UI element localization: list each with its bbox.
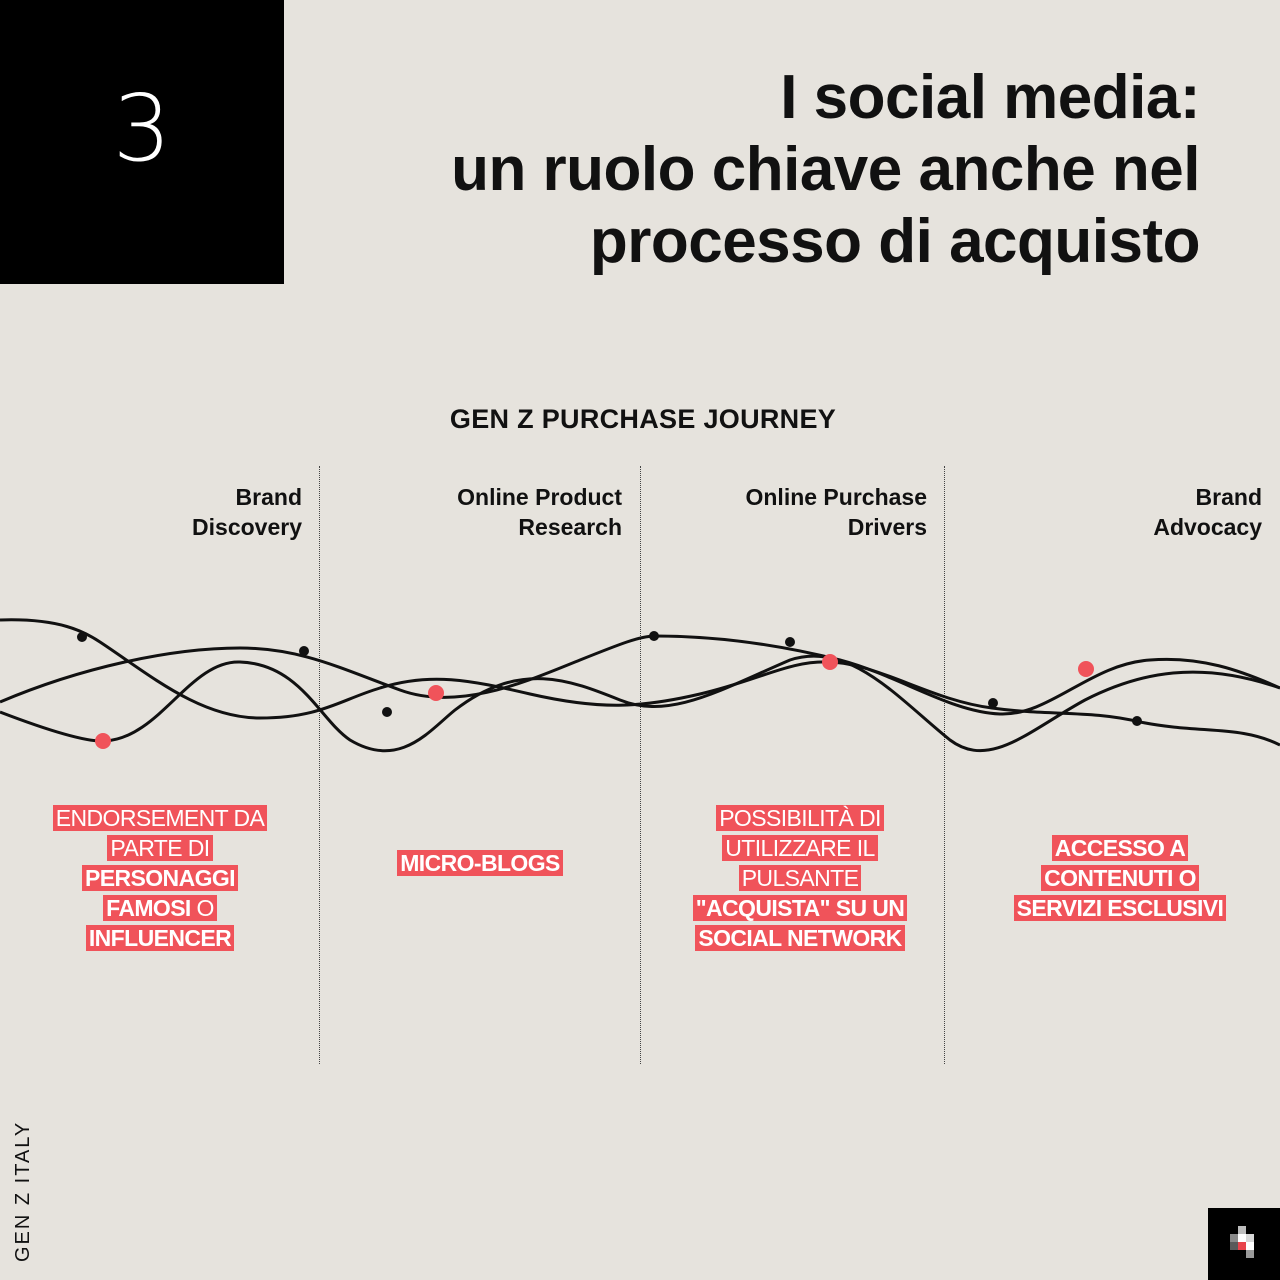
- callout-line: POSSIBILITÀ DI: [716, 805, 884, 831]
- stage-label-line-1: Online Product: [457, 484, 622, 510]
- callout-line: PARTE DI: [107, 835, 213, 861]
- callout-line: CONTENUTI O: [1041, 865, 1199, 891]
- stage-divider: [319, 466, 320, 1064]
- highlight-dot: [822, 654, 838, 670]
- stage-brand-discovery: Brand Discovery: [192, 482, 302, 542]
- section-number-box: 3: [0, 0, 284, 284]
- journey-title: GEN Z PURCHASE JOURNEY: [449, 404, 837, 434]
- callout-online-purchase-drivers: POSSIBILITÀ DI UTILIZZARE IL PULSANTE "A…: [640, 803, 960, 953]
- callout-line: SU UN: [835, 895, 905, 921]
- callout-line: SOCIAL NETWORK: [695, 925, 905, 951]
- callout-line: PERSONAGGI: [82, 865, 238, 891]
- callout-line: INFLUENCER: [85, 925, 235, 951]
- highlight-dot: [95, 733, 111, 749]
- stage-online-product-research: Online Product Research: [457, 482, 622, 542]
- wave-dot: [649, 631, 659, 641]
- highlight-dot: [1078, 661, 1094, 677]
- stage-label-line-1: Brand: [235, 484, 302, 510]
- callout-line: SERVIZI ESCLUSIVI: [1013, 895, 1227, 921]
- title-line-2: un ruolo chiave anche nel: [451, 135, 1200, 204]
- section-number: 3: [112, 74, 172, 182]
- stage-divider: [640, 466, 641, 1064]
- stage-divider: [944, 466, 945, 1064]
- wave-dot: [1132, 716, 1142, 726]
- wave-dot: [77, 632, 87, 642]
- callout-line: MICRO-BLOGS: [397, 850, 563, 876]
- page-title: I social media: un ruolo chiave anche ne…: [451, 62, 1200, 278]
- callout-brand-advocacy: ACCESSO A CONTENUTI O SERVIZI ESCLUSIVI: [970, 833, 1270, 923]
- stage-label-line-2: Research: [518, 514, 622, 540]
- callout-online-product-research: MICRO-BLOGS: [340, 848, 620, 878]
- stage-brand-advocacy: Brand Advocacy: [1153, 482, 1262, 542]
- callout-line: ENDORSEMENT DA: [52, 805, 268, 831]
- wave-dot: [988, 698, 998, 708]
- callout-line: ACCESSO A: [1051, 835, 1189, 861]
- highlight-dot: [428, 685, 444, 701]
- callout-line: O: [196, 895, 215, 921]
- stage-label-line-1: Brand: [1195, 484, 1262, 510]
- stage-label-line-1: Online Purchase: [745, 484, 927, 510]
- stage-label-line-2: Advocacy: [1153, 514, 1262, 540]
- title-line-1: I social media:: [780, 63, 1200, 132]
- wave-dot: [299, 646, 309, 656]
- wave-dot: [785, 637, 795, 647]
- brand-side-label: GEN Z ITALY: [12, 1120, 34, 1262]
- pixel-logo-icon: [1208, 1208, 1280, 1280]
- wave-line: [0, 618, 1280, 747]
- callout-line: PULSANTE: [738, 865, 862, 891]
- callout-brand-discovery: ENDORSEMENT DA PARTE DI PERSONAGGI FAMOS…: [20, 803, 300, 953]
- stage-online-purchase-drivers: Online Purchase Drivers: [745, 482, 927, 542]
- callout-line: UTILIZZARE IL: [722, 835, 878, 861]
- title-line-3: processo di acquisto: [589, 207, 1201, 276]
- callout-line: FAMOSI: [106, 895, 191, 921]
- wave-dot: [382, 707, 392, 717]
- stage-label-line-2: Discovery: [192, 514, 302, 540]
- stage-label-line-2: Drivers: [847, 514, 927, 540]
- wave-line: [0, 654, 1280, 753]
- callout-line: "ACQUISTA": [695, 895, 831, 921]
